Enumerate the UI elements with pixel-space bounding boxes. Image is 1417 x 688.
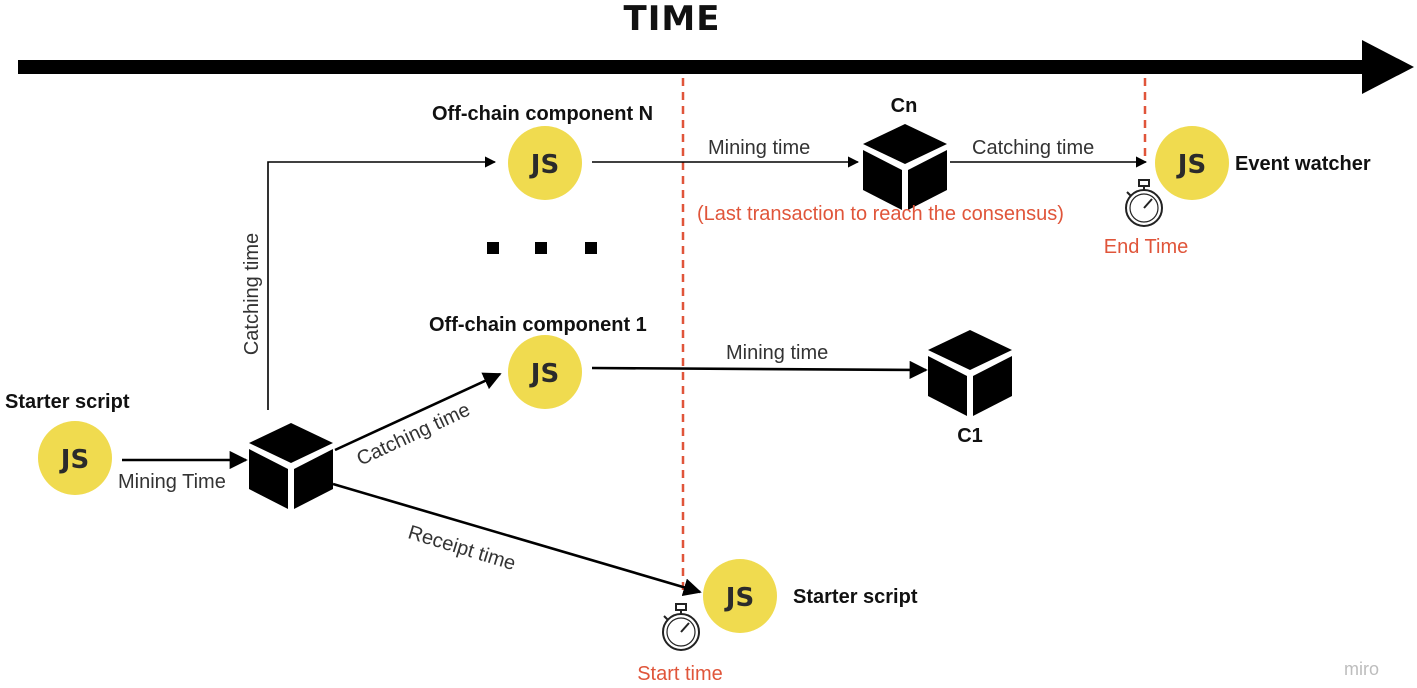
js-badge-starter-left: JS: [38, 421, 112, 495]
timeline-arrow: [18, 40, 1414, 94]
label-event-watcher: Event watcher: [1235, 153, 1371, 175]
js-badge-event-watcher: JS: [1155, 126, 1229, 200]
js-badge-starter-bottom: JS: [703, 559, 777, 633]
svg-text:JS: JS: [59, 445, 89, 475]
js-badge-offchain-1: JS: [508, 335, 582, 409]
block-cube-start: [249, 423, 333, 509]
stopwatch-icon: [662, 603, 700, 651]
stopwatch-icon: [1125, 179, 1163, 227]
svg-text:JS: JS: [1176, 150, 1206, 180]
catching-time-arrow-to-1: [334, 372, 502, 452]
annotation-last-transaction: (Last transaction to reach the consensus…: [697, 203, 1064, 225]
label-starter-left: Starter script: [5, 391, 130, 413]
receipt-time-arrow: [332, 482, 702, 597]
edge-label-mining-time-top: Mining time: [708, 137, 810, 159]
label-starter-bottom: Starter script: [793, 586, 918, 608]
miro-watermark: miro: [1344, 659, 1379, 679]
edge-label-mining-time-mid: Mining time: [726, 342, 828, 364]
label-c1: C1: [957, 425, 983, 447]
catching-time-arrow-to-n: [267, 156, 497, 410]
ellipsis-dots: [487, 242, 597, 254]
js-badge-offchain-n: JS: [508, 126, 582, 200]
svg-text:JS: JS: [529, 150, 559, 180]
svg-text:JS: JS: [724, 583, 754, 613]
label-offchain-1: Off-chain component 1: [429, 314, 647, 336]
svg-text:JS: JS: [529, 359, 559, 389]
edge-label-receipt-time: Receipt time: [405, 521, 518, 575]
timeline-title: TIME: [624, 0, 721, 39]
label-cn: Cn: [891, 95, 918, 117]
block-cube-cn: [863, 124, 947, 210]
annotation-end-time: End Time: [1104, 236, 1188, 258]
edge-label-mining-time-left: Mining Time: [118, 471, 226, 493]
edge-label-catching-time-top: Catching time: [972, 137, 1094, 159]
block-cube-c1: [928, 330, 1012, 416]
edge-label-catching-time-vertical: Catching time: [241, 233, 263, 355]
annotation-start-time: Start time: [637, 663, 723, 685]
label-offchain-n: Off-chain component N: [432, 103, 653, 125]
mining-time-arrow-to-c1: [591, 360, 928, 380]
